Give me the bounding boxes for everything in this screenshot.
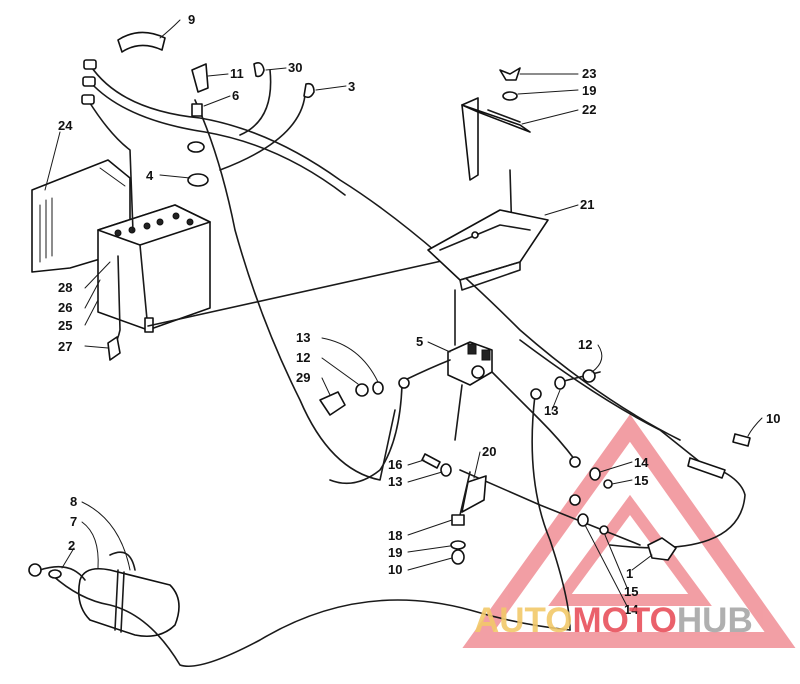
label-14-upper: 14 — [634, 455, 649, 470]
label-13-mid: 13 — [388, 474, 402, 489]
washer-19b — [450, 540, 466, 550]
label-19-top: 19 — [582, 83, 596, 98]
watermark-moto: MOTO — [573, 601, 677, 640]
label-10-right: 10 — [766, 411, 780, 426]
label-15-lower: 15 — [624, 584, 638, 599]
washer-19 — [502, 91, 518, 101]
label-11: 11 — [230, 66, 244, 81]
label-30: 30 — [288, 60, 302, 75]
label-3: 3 — [348, 79, 355, 94]
label-26: 26 — [58, 300, 72, 315]
bracket-20 — [461, 475, 487, 513]
battery — [97, 204, 211, 333]
label-2: 2 — [68, 538, 75, 553]
nut-4 — [187, 173, 209, 187]
label-14-lower: 14 — [624, 602, 639, 617]
solenoid-5 — [447, 289, 493, 386]
nut-12 — [355, 383, 369, 397]
label-24: 24 — [58, 118, 73, 133]
label-13-right: 13 — [544, 403, 558, 418]
label-9: 9 — [188, 12, 195, 27]
label-4: 4 — [146, 168, 154, 183]
label-1: 1 — [626, 566, 633, 581]
watermark-auto: AUTO — [474, 601, 573, 640]
terminal-30 — [253, 62, 265, 78]
label-6: 6 — [232, 88, 239, 103]
label-18: 18 — [388, 528, 402, 543]
wing-nut-23 — [499, 67, 521, 81]
terminal-3 — [303, 82, 315, 99]
bracket-22 — [461, 97, 531, 181]
label-8: 8 — [70, 494, 77, 509]
boot-29 — [319, 391, 346, 416]
connector-11 — [191, 63, 209, 93]
label-25: 25 — [58, 318, 72, 333]
label-12-left: 12 — [296, 350, 310, 365]
label-7: 7 — [70, 514, 77, 529]
label-20: 20 — [482, 444, 496, 459]
bolt-16 — [421, 453, 441, 469]
leader-lines — [44, 19, 763, 609]
washer-13 — [372, 381, 384, 395]
battery-strap — [117, 31, 166, 53]
label-16: 16 — [388, 457, 402, 472]
label-5: 5 — [416, 334, 423, 349]
spacer-18 — [451, 514, 465, 526]
callout-labels: 9 11 30 6 3 24 4 28 26 25 27 23 19 22 21… — [58, 12, 780, 617]
watermark-text: AUTOMOTOHUB — [474, 601, 753, 640]
label-23: 23 — [582, 66, 596, 81]
watermark-hub: HUB — [677, 601, 753, 640]
cable-10 — [519, 339, 751, 549]
svg-text:AUTOMOTOHUB: AUTOMOTOHUB — [474, 601, 753, 640]
label-21: 21 — [580, 197, 594, 212]
nut-10b — [451, 549, 465, 565]
label-10-bottom: 10 — [388, 562, 402, 577]
label-12-right: 12 — [578, 337, 592, 352]
label-28: 28 — [58, 280, 72, 295]
boot-6 — [191, 103, 203, 117]
label-27: 27 — [58, 339, 72, 354]
label-22: 22 — [582, 102, 596, 117]
battery-cables — [87, 64, 681, 481]
label-19-bottom: 19 — [388, 545, 402, 560]
starter-motor — [28, 551, 571, 668]
solenoid-bracket-21 — [427, 209, 549, 291]
label-15-upper: 15 — [634, 473, 648, 488]
label-13-left: 13 — [296, 330, 310, 345]
label-29: 29 — [296, 370, 310, 385]
